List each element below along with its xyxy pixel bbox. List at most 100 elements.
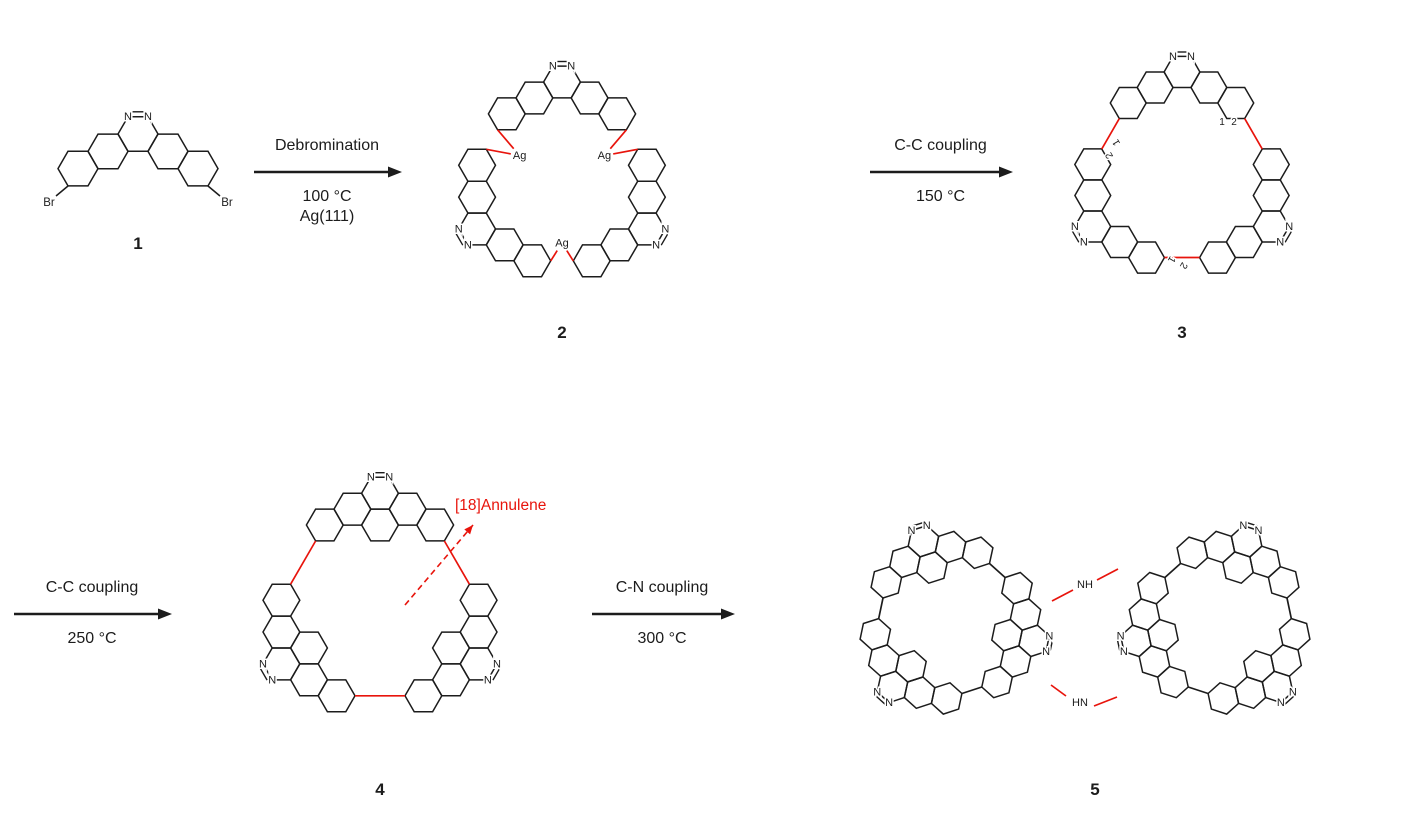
benzene-ring [1100, 225, 1139, 259]
benzene-ring [262, 583, 301, 617]
ring-position-2: 2 [1103, 150, 1116, 161]
annulene-label: [18]Annulene [455, 497, 547, 514]
bond [455, 232, 464, 246]
step-2-temperature: 150 °C [915, 188, 966, 205]
bond [492, 667, 501, 681]
benzene-ring [1242, 649, 1276, 683]
bond [566, 250, 575, 262]
bond [609, 129, 628, 150]
benzene-ring [1000, 571, 1034, 605]
benzene-ring [57, 150, 99, 187]
arrow-head [720, 608, 735, 620]
benzene-ring [1249, 545, 1282, 579]
step-cn-coupling: C-N coupling 300 °C [588, 578, 736, 649]
benzene-ring [388, 492, 427, 526]
benzene-ring [1176, 536, 1209, 570]
benzene-ring [572, 244, 611, 278]
benzene-ring [289, 631, 329, 665]
atom-label-nh: NH [1077, 579, 1093, 591]
benzene-ring [1190, 71, 1228, 104]
atom-label-nitrogen: N [1120, 646, 1128, 658]
bond [1071, 230, 1080, 243]
bond [875, 695, 886, 705]
step-cc-coupling-1: C-C coupling 150 °C [868, 136, 1013, 207]
compound-2-number: 2 [557, 323, 567, 342]
benzene-ring [600, 228, 639, 262]
benzene-ring [485, 228, 524, 262]
compound-4-number: 4 [375, 780, 385, 799]
atom-label-nitrogen: N [1277, 697, 1285, 709]
step-3-name: C-C coupling [45, 579, 139, 596]
arrow-head [999, 166, 1013, 178]
bond [549, 250, 558, 262]
bond [1187, 686, 1209, 695]
bond [1246, 521, 1259, 527]
benzene-ring [1073, 148, 1112, 181]
benzene-ring [1109, 86, 1148, 120]
benzene-ring [915, 551, 949, 585]
atom-label-nitrogen: N [1289, 686, 1297, 698]
benzene-ring [457, 180, 497, 214]
benzene-ring [1203, 530, 1236, 564]
benzene-ring [597, 97, 637, 131]
benzene-ring [1127, 241, 1166, 274]
benzene-ring [1278, 617, 1311, 651]
benzene-ring [1074, 179, 1112, 212]
bond [404, 524, 474, 606]
benzene-ring [87, 133, 129, 170]
atom-label-silver: Ag [513, 150, 526, 162]
step-2-name: C-C coupling [894, 137, 987, 154]
arrow-head [388, 166, 402, 178]
benzene-ring [1252, 179, 1290, 212]
benzene-ring [431, 663, 471, 697]
bond [613, 148, 638, 155]
atom-label-nitrogen: N [144, 111, 152, 123]
benzene-ring [333, 492, 372, 526]
benzene-ring [1156, 665, 1190, 699]
atom-label-nitrogen: N [268, 674, 276, 686]
benzene-ring [627, 148, 667, 182]
benzene-ring [1198, 241, 1237, 274]
atom-label-silver: Ag [555, 238, 568, 250]
step-1-surface: Ag(111) [299, 208, 355, 225]
benzene-ring [360, 508, 400, 542]
benzene-ring [459, 583, 498, 617]
benzene-ring [415, 508, 455, 542]
atom-label-nitrogen: N [549, 61, 557, 73]
benzene-ring [1267, 565, 1300, 599]
benzene-ring [888, 545, 921, 579]
reaction-arrow-icon [870, 166, 1013, 178]
bond [660, 232, 669, 246]
atom-label-nitrogen: N [873, 686, 881, 698]
compound-1-number: 1 [133, 234, 143, 253]
benzene-ring [177, 150, 219, 187]
benzene-ring [1207, 681, 1240, 715]
atom-label-hn: HN [1072, 697, 1088, 709]
bond [1096, 568, 1119, 581]
benzene-ring [404, 679, 443, 713]
benzene-ring [859, 617, 892, 651]
compound-3-number: 3 [1177, 323, 1187, 342]
atom-label-nitrogen: N [464, 240, 472, 252]
atom-label-nitrogen: N [661, 224, 669, 236]
atom-label-nitrogen: N [1169, 51, 1177, 63]
bond [496, 129, 515, 150]
atom-label-nitrogen: N [908, 525, 916, 537]
annulene-arrow-head [464, 525, 473, 535]
benzene-ring [147, 133, 189, 170]
atom-label-nitrogen: N [885, 697, 893, 709]
step-1-name: Debromination [274, 137, 380, 154]
atom-label-nitrogen: N [1071, 221, 1079, 233]
benzene-ring [1221, 551, 1255, 585]
step-cc-coupling-2: C-C coupling 250 °C [8, 578, 176, 649]
atom-label-nitrogen: N [1045, 630, 1053, 642]
atom-label-nitrogen: N [1187, 51, 1195, 63]
bond [1116, 638, 1121, 651]
benzene-ring [990, 618, 1024, 652]
